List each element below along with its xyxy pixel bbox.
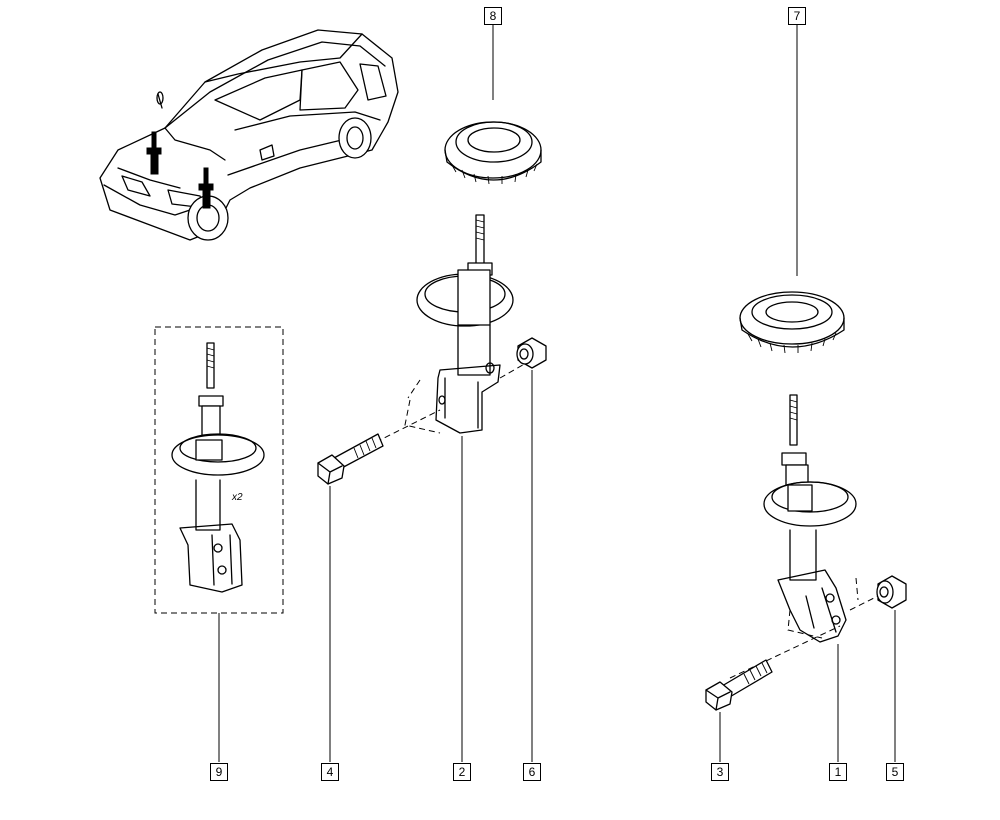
car-illustration [99,29,399,241]
callout-8: 8 [484,7,502,25]
nut-5 [876,575,907,609]
strut-mount-8 [444,121,542,185]
callout-5: 5 [886,763,904,781]
shock-absorber-2 [416,214,514,434]
bolt-4 [317,433,384,485]
strut-mount-7 [739,291,845,354]
shock-absorber-kit-9 [171,342,265,593]
bolt-3 [705,659,773,711]
callout-3: 3 [711,763,729,781]
callout-7: 7 [788,7,806,25]
fitting-axis-2 [339,357,536,461]
callout-9: 9 [210,763,228,781]
callout-4: 4 [321,763,339,781]
front-right-strut-marker [198,167,214,209]
callout-2: 2 [453,763,471,781]
callout-1: 1 [829,763,847,781]
front-left-strut-marker [146,131,162,175]
kit-boundary-9 [154,326,284,614]
shock-absorber-1 [763,394,857,643]
nut-6 [516,337,547,369]
kit-quantity-note: x2 [232,492,243,503]
fitting-axis-1 [729,577,881,679]
callout-6: 6 [523,763,541,781]
